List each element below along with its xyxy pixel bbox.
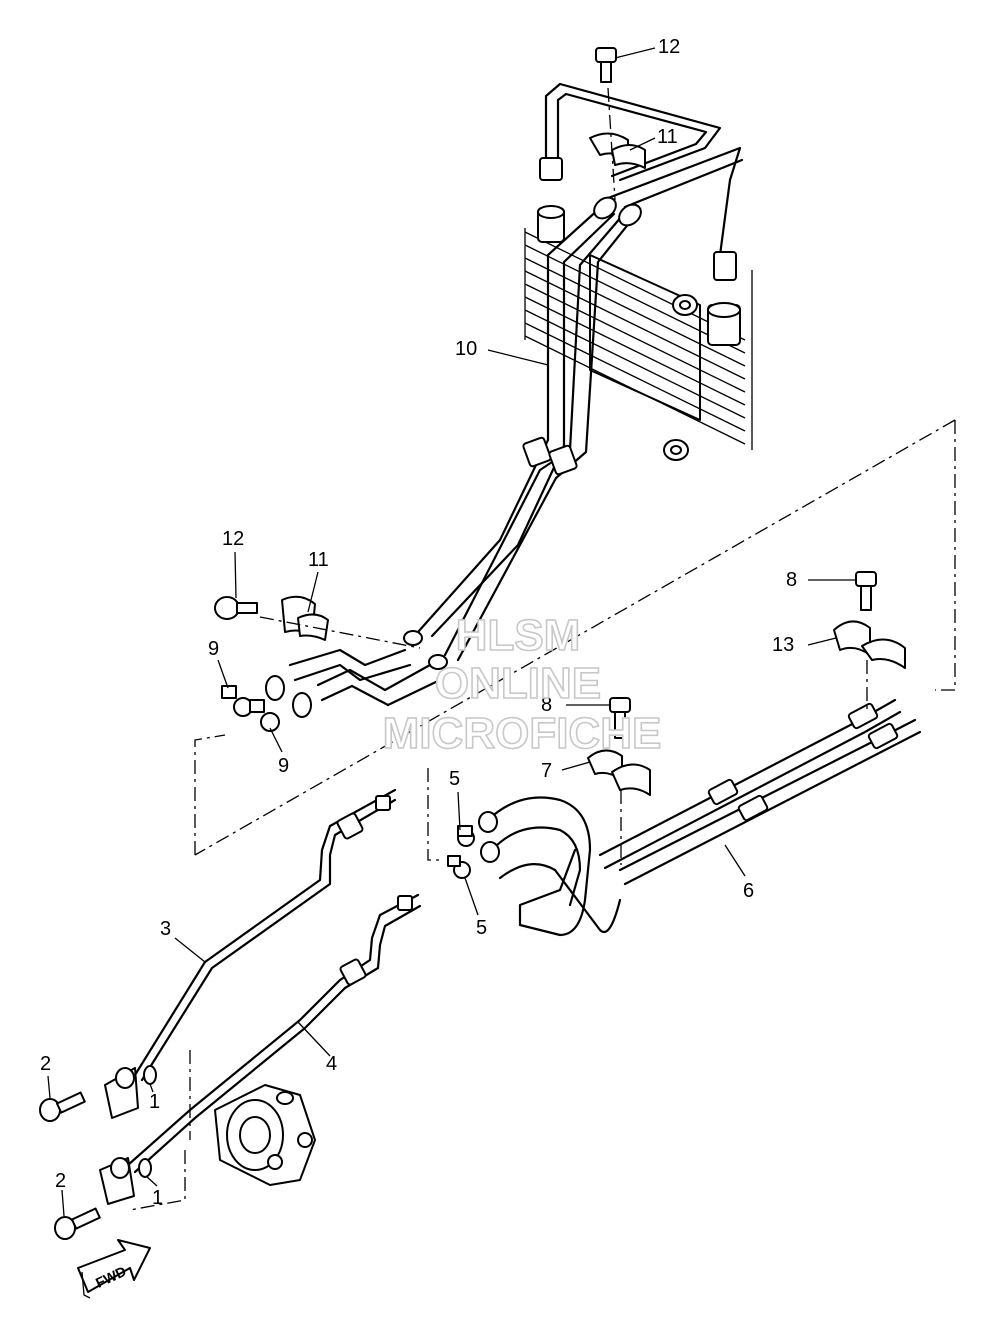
callout-9-upper: 9 <box>208 638 219 660</box>
callout-7: 7 <box>541 760 552 782</box>
callout-8-right: 8 <box>786 569 797 591</box>
assembly-alignment-lines <box>129 87 956 1211</box>
bolt-2-lower <box>54 1207 101 1240</box>
bolt-8-right <box>855 571 877 611</box>
bolt-12-lower <box>214 596 258 620</box>
callout-5-upper: 5 <box>449 768 460 790</box>
callout-6: 6 <box>743 880 754 902</box>
callout-9-lower: 9 <box>278 755 289 777</box>
fwd-arrow-icon: FWD <box>77 1239 151 1299</box>
clamp-7 <box>587 749 651 796</box>
callout-1-lower: 1 <box>152 1187 163 1209</box>
callout-12-lower: 12 <box>222 528 244 550</box>
watermark: HLSM ONLINE MICROFICHE <box>382 610 662 759</box>
hose-junction-5 <box>447 796 622 937</box>
o-ring-1-lower <box>138 1158 152 1178</box>
bolt-8-mid <box>609 697 631 739</box>
callout-2-upper: 2 <box>40 1053 51 1075</box>
clamp-11-upper <box>589 132 646 169</box>
oil-hose-10 <box>403 82 744 670</box>
bolt-12-upper <box>595 47 617 83</box>
oil-pipe-4 <box>126 893 422 1174</box>
oil-filter-housing <box>214 1084 316 1186</box>
callout-11-lower: 11 <box>308 549 329 571</box>
callout-1-upper: 1 <box>149 1091 160 1113</box>
pipe-flange-upper <box>104 1067 139 1119</box>
callout-5-lower: 5 <box>476 917 487 939</box>
watermark-line-2: ONLINE <box>435 659 601 708</box>
pipe-flange-lower <box>99 1157 135 1205</box>
callout-3: 3 <box>160 918 171 940</box>
callout-10: 10 <box>455 338 477 360</box>
callout-numbers: 12 11 10 12 11 9 9 8 13 8 7 6 5 5 3 4 2 … <box>40 36 797 1209</box>
watermark-line-3: MICROFICHE <box>383 709 662 758</box>
clamp-11-lower <box>281 595 329 641</box>
oil-pipe-3 <box>133 788 397 1082</box>
clamp-13 <box>833 620 906 669</box>
callout-12-upper: 12 <box>658 36 680 58</box>
callout-13: 13 <box>772 634 794 656</box>
callout-8-mid: 8 <box>541 694 552 716</box>
callout-11-upper: 11 <box>657 126 678 148</box>
oil-cooler-radiator <box>524 205 753 461</box>
o-ring-1-upper <box>143 1065 157 1085</box>
hose-elbows <box>221 648 442 732</box>
watermark-line-1: HLSM <box>456 611 581 660</box>
callout-leaders <box>47 47 856 1217</box>
callout-4: 4 <box>326 1053 337 1075</box>
oil-hose-6 <box>598 698 922 886</box>
callout-2-lower: 2 <box>55 1170 66 1192</box>
bolt-2-upper <box>39 1091 86 1122</box>
